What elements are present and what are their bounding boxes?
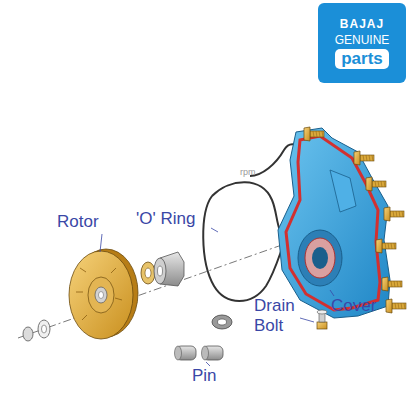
- watermark: rpm: [240, 167, 256, 177]
- part-label: Rotor: [57, 212, 99, 232]
- logo-text: GENUINE: [335, 33, 390, 47]
- part-label: 'O' Ring: [136, 209, 195, 229]
- part-label: Cover: [331, 296, 376, 316]
- seal: [154, 252, 184, 286]
- drain-bolt: [317, 310, 327, 329]
- rotor: [69, 249, 138, 339]
- pin-washer: [212, 315, 232, 329]
- nut: [23, 320, 50, 341]
- logo-badge: BAJAJ GENUINE parts: [318, 3, 406, 83]
- part-label: Drain Bolt: [254, 296, 304, 336]
- logo-text: parts: [335, 49, 389, 69]
- pins: [175, 346, 224, 360]
- bolts: [304, 127, 406, 313]
- cover: [278, 128, 390, 318]
- part-label: Pin: [192, 366, 217, 386]
- leader-lines: [100, 228, 334, 366]
- washer: [141, 262, 155, 284]
- logo-text: BAJAJ: [340, 17, 384, 31]
